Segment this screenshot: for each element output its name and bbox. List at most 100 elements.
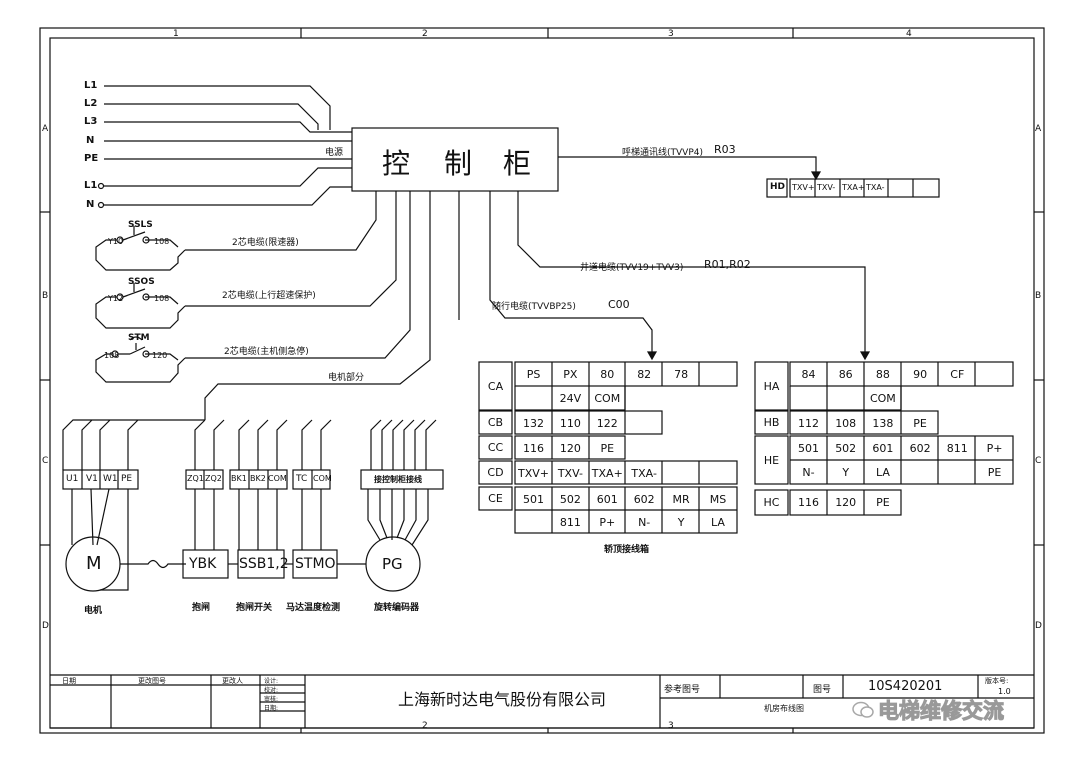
brake-terminal: ZQ1 [187,474,204,483]
col-marker-2-bottom: 2 [422,721,428,731]
hd-cell: TXV- [817,183,836,192]
power-line-l2: L2 [84,98,98,109]
car-box-terminal: TXV+ [518,466,549,480]
shaft-box-row-id: HC [763,496,780,509]
shaft-box-terminal: 86 [838,367,853,381]
power-line-l1: L1 [84,80,98,91]
tb-design-label: 设计: [264,678,279,685]
tb-review-label: 审核: [264,696,279,703]
row-marker-d-right: D [1035,621,1042,631]
switch-left-terminal: Y12 [108,294,124,303]
tb-company: 上海新时达电气股份有限公司 [398,690,607,709]
car-box-terminal: 502 [559,492,581,506]
cabinet-title-char-3: 柜 [503,147,532,180]
car-box-caption: 轿顶接线箱 [604,545,650,555]
control-cabinet [351,127,559,192]
car-box-terminal: 82 [637,367,652,381]
cabinet-title-char-1: 控 [382,147,411,180]
encoder-terminal-label: 接控制柜接线 [374,475,422,484]
shaft-box-terminal: PE [913,416,927,430]
car-box-terminal: TXV- [557,466,583,480]
car-box-terminal: PE [600,441,615,455]
tb-ref-label: 参考图号 [664,685,701,695]
power-label: 电源 [325,148,344,158]
shaft-box-terminal: 501 [798,441,819,455]
motor-terminal: V1 [86,474,98,484]
row-marker-a-right: A [1035,124,1042,134]
shaft-box-terminal: 116 [798,495,819,509]
cabinet-title-char-2: 制 [444,147,473,180]
hall-call-code: R03 [714,143,736,156]
switch-left-terminal: 108 [104,351,120,360]
temp-terminal: COM [313,474,332,483]
shaft-box-terminal: PE [987,465,1002,479]
shaft-box-terminal: 108 [835,416,857,430]
car-box-row-id: CD [487,466,504,479]
tb-date2-label: 日期: [264,705,279,712]
car-box-terminal: 132 [523,416,544,430]
shaft-box-terminal: P+ [986,441,1003,455]
shaft-cable-label: 井道电缆(TVV19+TVV3) [580,263,684,273]
row-marker-d: D [42,621,49,631]
shaft-box-terminal: 138 [872,416,894,430]
shaft-box-terminal: Y [842,465,850,479]
switch-name: STM [128,333,150,343]
col-marker-2: 2 [422,29,428,39]
encoder-caption: 旋转编码器 [374,603,420,613]
tb-version: 1.0 [998,687,1011,696]
shaft-box-terminal: 811 [946,441,968,455]
shaft-cable-code: R01,R02 [704,258,751,271]
col-marker-3-bottom: 3 [668,721,674,731]
temp-symbol-label: STMO [295,556,336,572]
tb-drawing-no: 10S420201 [868,679,943,694]
switch-right-terminal: 108 [154,237,170,246]
brake-switch-symbol-label: SSB1,2 [239,556,289,572]
hall-call-line [558,156,817,178]
car-box-terminal: 602 [633,492,655,506]
shaft-box-terminal: 602 [909,441,931,455]
shaft-box-terminal: PE [876,495,890,509]
car-box-terminal: 110 [559,416,581,430]
car-box-terminal: 78 [674,367,689,381]
brake-switch-caption: 抱闸开关 [236,603,273,613]
power-line-l1-aux: L1 [84,180,98,191]
hd-cell: TXV+ [792,183,815,192]
car-box-row-id: CE [488,492,503,505]
car-box-terminal: 116 [523,441,544,455]
brake-switch-terminal: BK2 [250,474,266,483]
line-L1 [104,85,331,130]
switch-right-terminal: 108 [154,294,170,303]
brake-switch-terminal: BK1 [231,474,247,483]
car-box-row-id: CA [487,379,504,393]
switch-cable-label: 2芯电缆(主机侧急停) [224,347,309,357]
hd-cell: TXA+ [842,183,865,192]
motor-symbol-label: M [86,553,102,574]
temp-terminal: TC [296,474,308,484]
tb-drawing-no-label: 图号 [813,685,832,695]
car-box-terminal: MS [709,492,727,506]
tb-check-label: 校对: [264,687,279,694]
car-box-terminal: PS [526,367,541,381]
row-marker-c: C [42,456,49,466]
car-box-terminal: P+ [599,515,616,529]
traveling-cable-code: C00 [608,298,630,311]
motor-section-label: 电机部分 [328,373,365,383]
shaft-box-terminal: CF [950,367,965,381]
shaft-box-terminal: 112 [798,416,819,430]
brake-symbol-label: YBK [189,556,217,572]
motor-terminal: W1 [103,474,118,484]
car-box-terminal: 122 [596,416,618,430]
wechat-icon [852,701,874,719]
motor-caption: 电机 [84,606,103,616]
car-box-terminal: 501 [523,492,544,506]
hall-call-cable-label: 呼梯通讯线(TVVP4) [622,148,703,158]
power-line-n: N [86,135,95,146]
switch-right-terminal: 120 [152,351,168,360]
watermark-text: 电梯维修交流 [878,699,1005,724]
shaft-box-terminal: 88 [875,367,890,381]
switch-name: SSLS [128,220,153,230]
tb-version-label: 版本号: [985,677,1009,685]
car-box-terminal: COM [594,391,621,405]
